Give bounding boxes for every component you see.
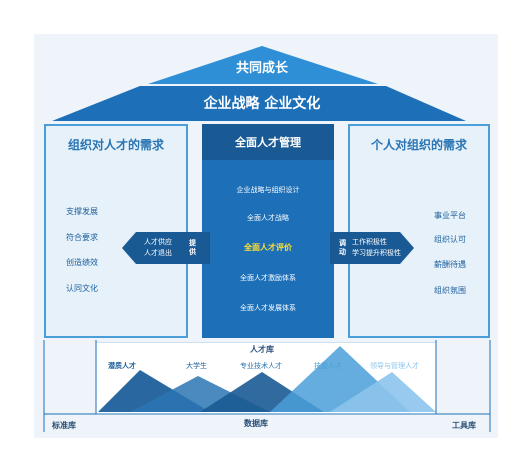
center-item-3-highlight: 全面人才评价 [244, 243, 292, 252]
roof-top-title: 共同成长 [235, 61, 288, 76]
talent-category-skilled: 技能人才 [314, 362, 342, 370]
right-flow-line-1: 工作积极性 [352, 238, 387, 246]
talent-category-graduate: 大学生 [186, 362, 207, 370]
left-flow-vertical-label: 提供 [189, 239, 196, 256]
right-item-3: 薪酬待遇 [434, 260, 466, 269]
standard-library-label: 标准库 [52, 421, 76, 430]
roof-top-triangle [148, 46, 378, 84]
database-label: 数据库 [244, 419, 268, 428]
talent-category-leadership: 领导与管理人才 [370, 362, 419, 370]
center-panel: 全面人才管理 企业战略与组织设计 全面人才战略 全面人才评价 全面人才激励体系 … [202, 124, 334, 338]
left-flow-arrow [122, 232, 210, 264]
mountain-leadership [330, 372, 436, 412]
right-item-4: 组织氛围 [434, 286, 466, 295]
center-item-4: 全面人才激励体系 [240, 274, 296, 282]
right-flow-line-2: 学习提升积极性 [352, 249, 401, 257]
center-item-5: 全面人才发展体系 [240, 304, 296, 312]
right-panel-title: 个人对组织的需求 [370, 138, 467, 152]
center-item-2: 全面人才战略 [247, 214, 289, 222]
left-panel-title: 组织对人才的需求 [67, 138, 164, 152]
roof-band [52, 86, 466, 121]
left-item-4: 认同文化 [66, 284, 98, 293]
tool-library-label: 工具库 [452, 421, 476, 430]
roof-graphic [52, 46, 466, 121]
right-flow-arrow [330, 232, 414, 264]
right-flow-vertical-label: 调动 [339, 239, 346, 256]
left-panel: 组织对人才的需求 支撑发展 符合要求 创造绩效 认同文化 [44, 124, 188, 338]
left-item-2: 符合要求 [66, 233, 98, 242]
talent-category-latent: 潜质人才 [108, 362, 136, 370]
right-panel: 个人对组织的需求 事业平台 组织认可 薪酬待遇 组织氛围 [348, 124, 490, 338]
center-panel-header [202, 124, 334, 160]
right-item-1: 事业平台 [434, 211, 466, 220]
left-flow-line-2: 人才退出 [144, 249, 172, 257]
roof-band-title: 企业战略 企业文化 [203, 96, 321, 112]
talent-category-professional: 专业技术人才 [240, 362, 282, 370]
talent-pool-title: 人才库 [250, 345, 274, 354]
left-flow-line-1: 人才供应 [144, 238, 172, 246]
left-item-3: 创造绩效 [66, 258, 98, 267]
right-item-2: 组织认可 [434, 235, 466, 244]
center-panel-title: 全面人才管理 [235, 136, 301, 149]
center-item-1: 企业战略与组织设计 [236, 186, 300, 194]
left-item-1: 支撑发展 [66, 207, 98, 216]
